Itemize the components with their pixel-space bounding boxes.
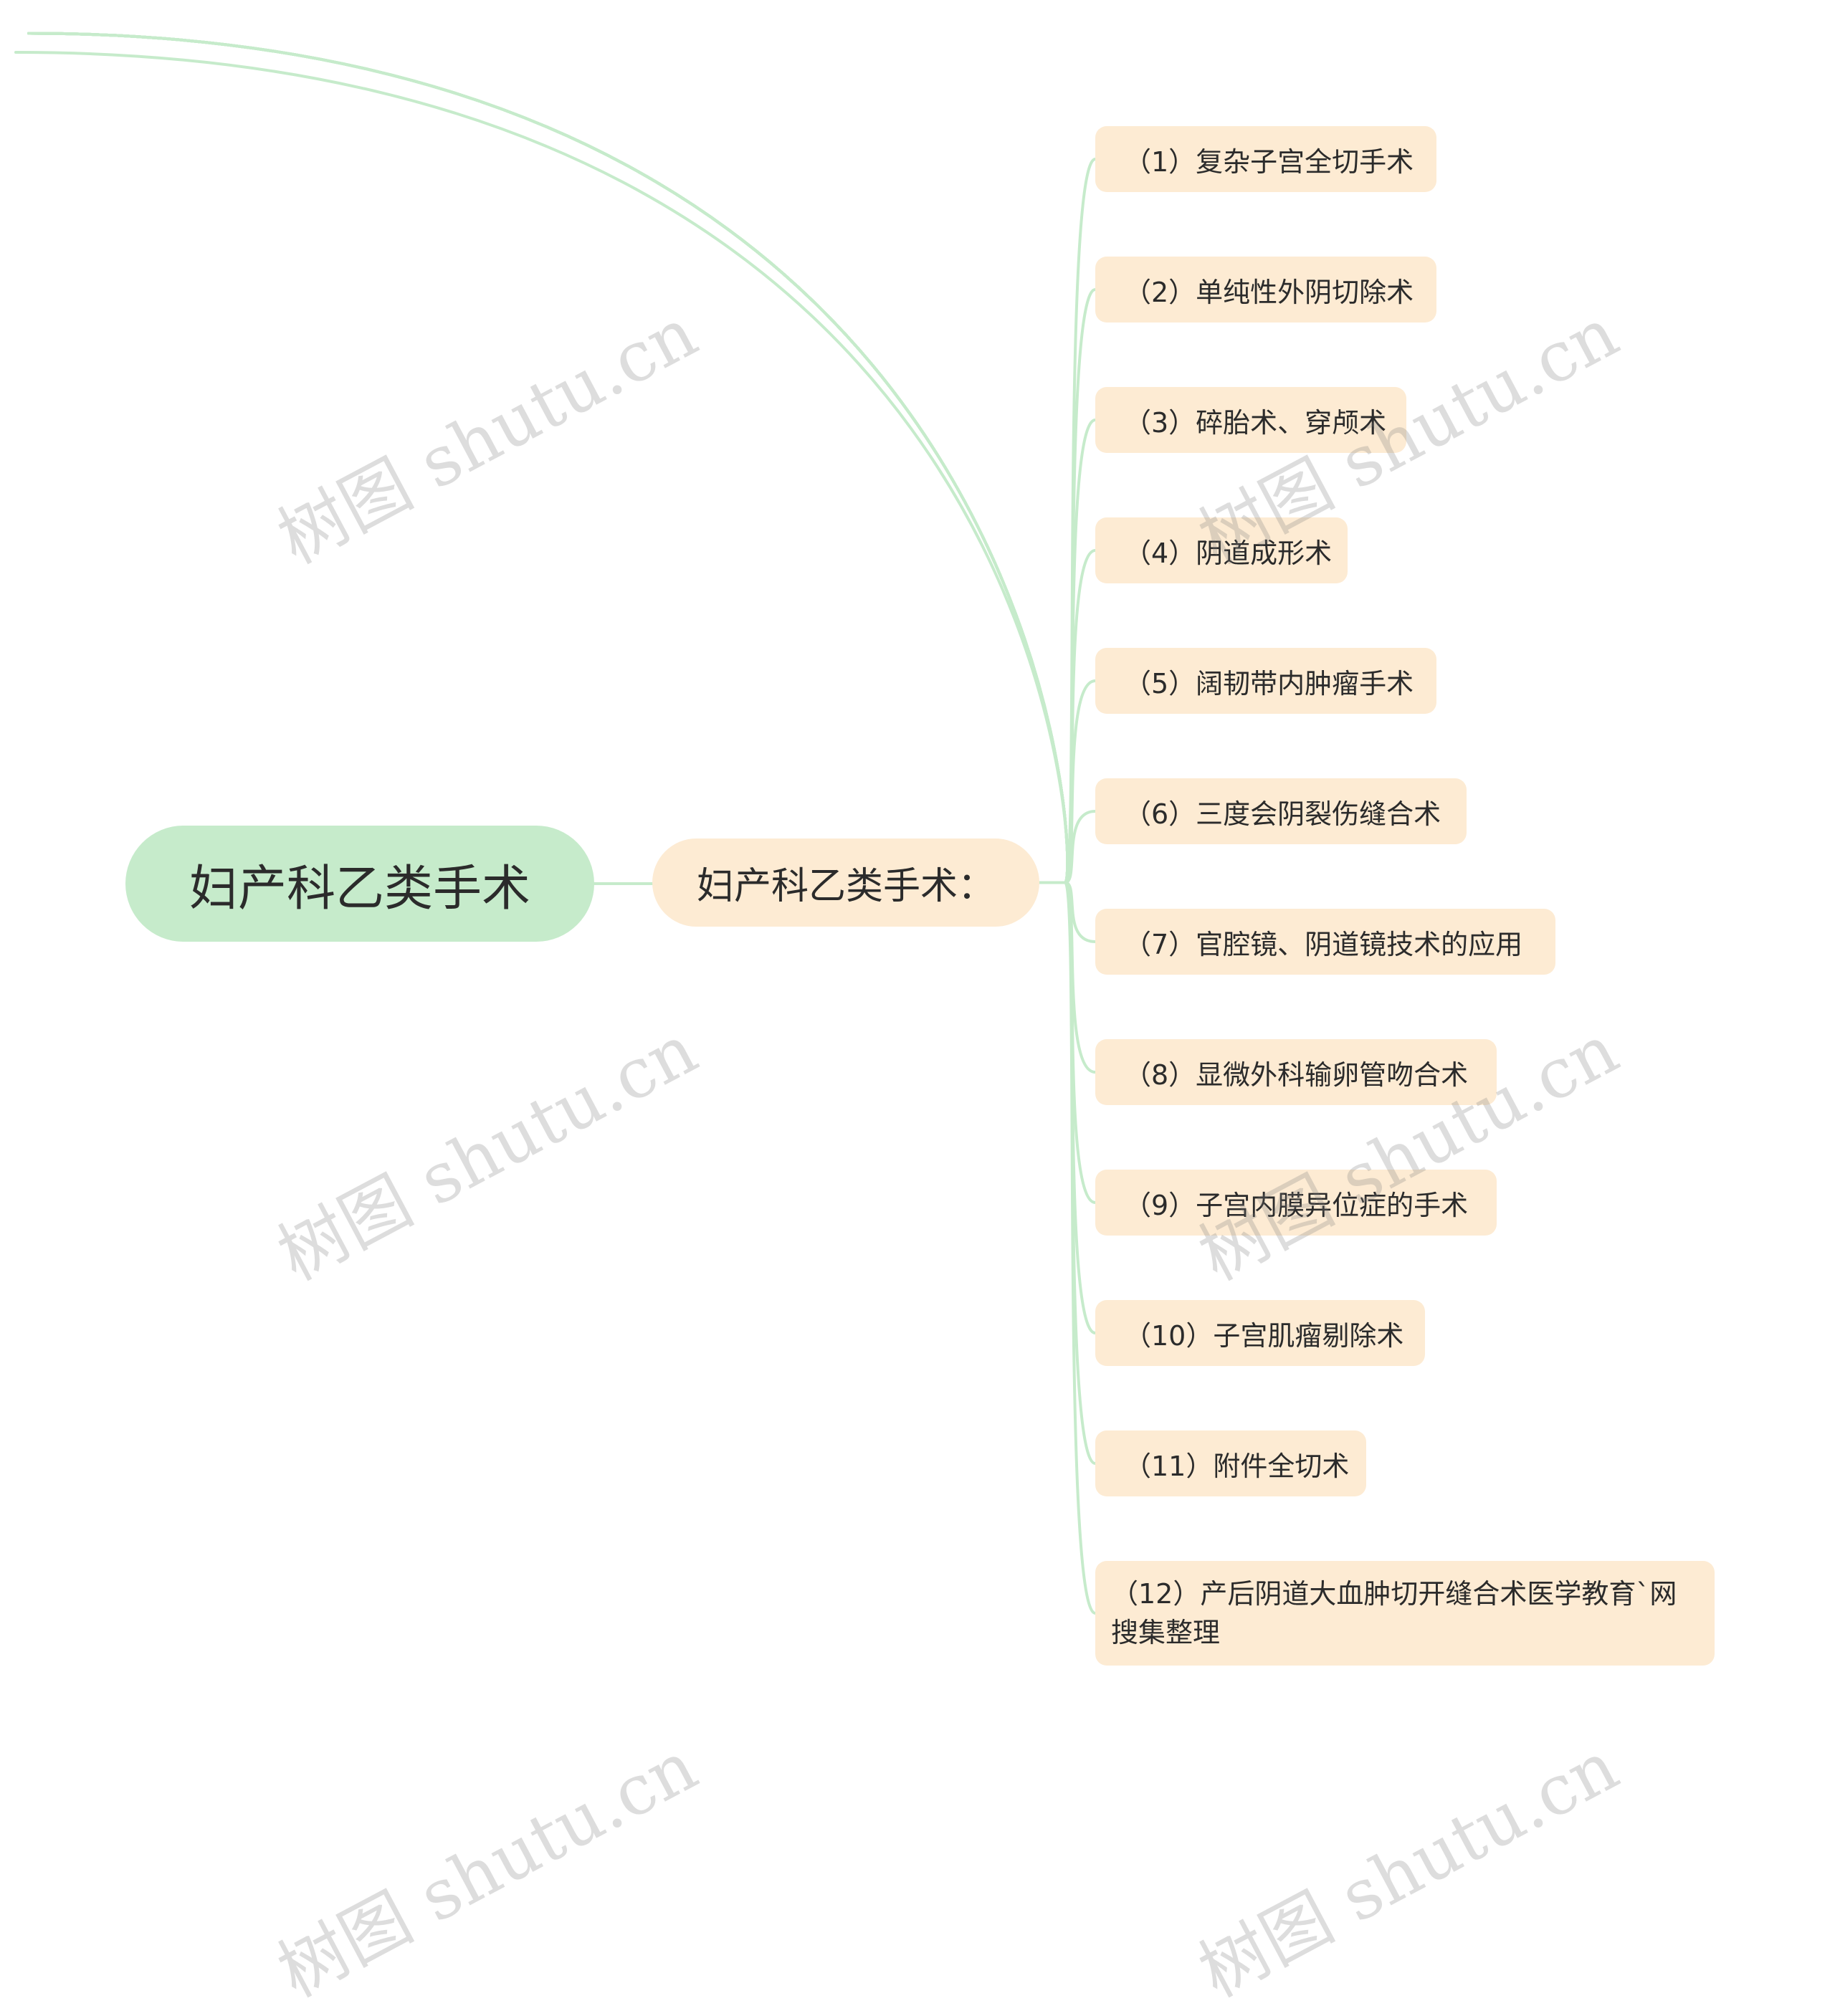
root-node[interactable]: 妇产科乙类手术 (125, 826, 594, 942)
leaf-connector (27, 32, 1069, 884)
leaf-node-label: （9）子宫内膜异位症的手术 (1124, 1189, 1469, 1221)
connector-lines (14, 32, 1097, 1615)
leaf-connector (27, 32, 1069, 884)
leaf-connector (27, 32, 1069, 884)
leaf-node-6[interactable]: （6）三度会阴裂伤缝合术 (1095, 778, 1467, 844)
leaf-connector (1064, 810, 1097, 884)
leaf-connector (27, 32, 1069, 884)
leaf-node-2[interactable]: （2）单纯性外阴切除术 (1095, 257, 1436, 323)
leaf-node-label: （7）官腔镜、阴道镜技术的应用 (1124, 928, 1523, 960)
mind-map-canvas: 妇产科乙类手术 妇产科乙类手术： （1）复杂子宫全切手术 （2）单纯性外阴切除术… (14, 32, 1715, 2012)
leaf-node-label: （12）产后阴道大血肿切开缝合术医学教育`网搜集整理 (1111, 1578, 1677, 1648)
leaf-connector (27, 32, 1069, 884)
leaf-node-5[interactable]: （5）阔韧带内肿瘤手术 (1095, 648, 1436, 714)
leaf-connector (27, 32, 1069, 884)
leaf-node-label: （10）子宫肌瘤剔除术 (1124, 1319, 1404, 1352)
leaf-node-11[interactable]: （11）附件全切术 (1095, 1430, 1366, 1496)
leaf-node-label: （4）阴道成形术 (1124, 537, 1333, 569)
leaf-connector (1064, 549, 1097, 884)
leaf-node-3[interactable]: （3）碎胎术、穿颅术 (1095, 387, 1406, 453)
leaf-node-12[interactable]: （12）产后阴道大血肿切开缝合术医学教育`网搜集整理 (1095, 1561, 1715, 1666)
leaf-node-label: （1）复杂子宫全切手术 (1124, 145, 1414, 178)
leaf-connector (1064, 679, 1097, 884)
leaf-node-9[interactable]: （9）子宫内膜异位症的手术 (1095, 1170, 1497, 1236)
leaf-connector (1064, 158, 1097, 884)
leaf-connector (27, 32, 1069, 884)
leaf-node-label: （2）单纯性外阴切除术 (1124, 276, 1414, 308)
leaf-node-label: （5）阔韧带内肿瘤手术 (1124, 667, 1414, 699)
leaf-node-label: （8）显微外科输卵管吻合术 (1124, 1059, 1469, 1091)
leaf-node-1[interactable]: （1）复杂子宫全切手术 (1095, 126, 1436, 192)
root-node-label: 妇产科乙类手术 (189, 860, 530, 917)
branch-node-label: 妇产科乙类手术： (696, 865, 995, 908)
leaf-node-8[interactable]: （8）显微外科输卵管吻合术 (1095, 1039, 1497, 1105)
leaf-connector (27, 32, 1069, 884)
leaf-node-4[interactable]: （4）阴道成形术 (1095, 517, 1348, 583)
leaf-connector (14, 51, 1069, 884)
leaf-node-7[interactable]: （7）官腔镜、阴道镜技术的应用 (1095, 909, 1555, 975)
leaf-connector (27, 32, 1069, 884)
leaf-node-label: （3）碎胎术、穿颅术 (1124, 406, 1387, 439)
leaf-node-label: （6）三度会阴裂伤缝合术 (1124, 798, 1441, 830)
leaf-connector (1064, 881, 1097, 1615)
leaf-connector (27, 32, 1069, 884)
leaf-node-10[interactable]: （10）子宫肌瘤剔除术 (1095, 1300, 1425, 1366)
leaf-node-label: （11）附件全切术 (1124, 1450, 1350, 1482)
leaf-connector (27, 32, 1069, 884)
branch-node[interactable]: 妇产科乙类手术： (652, 839, 1039, 927)
